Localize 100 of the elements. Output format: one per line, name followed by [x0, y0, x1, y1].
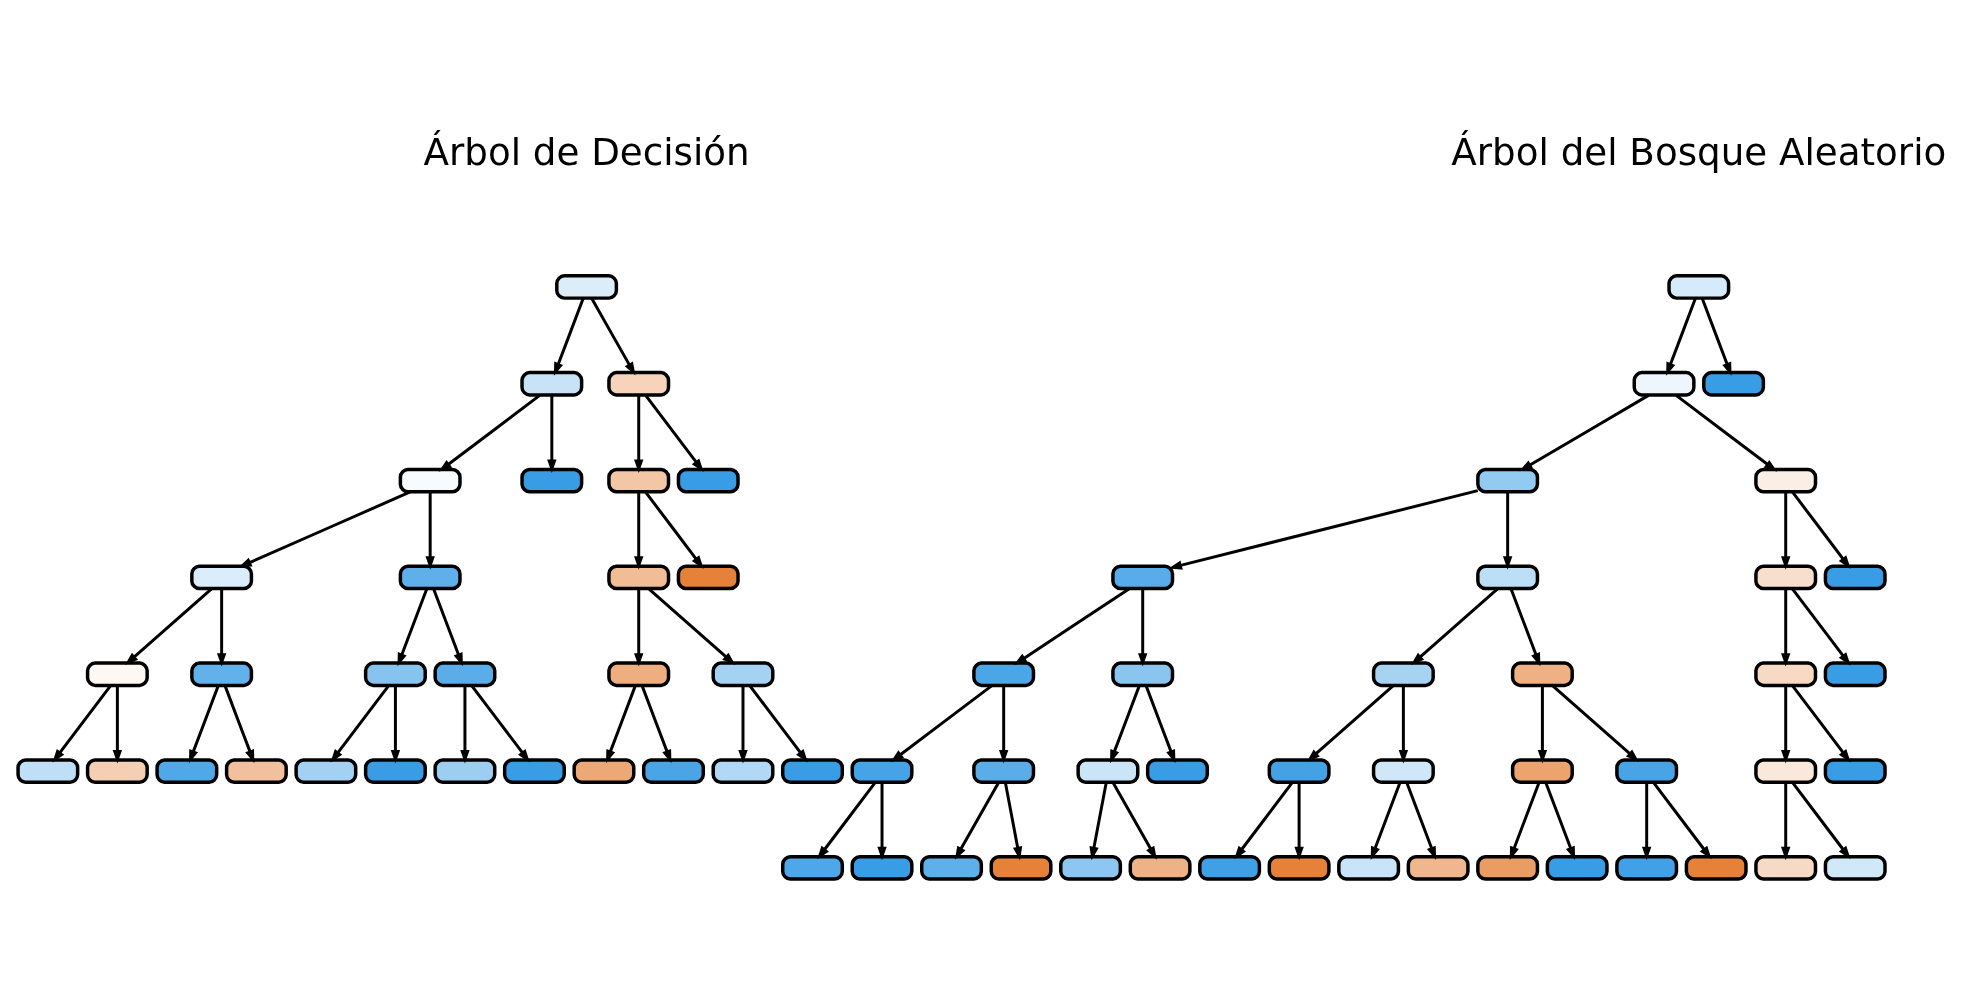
arrow: [553, 297, 585, 376]
node-box: [1823, 564, 1887, 590]
node-box: [1406, 854, 1470, 881]
node-box: [1545, 854, 1609, 881]
arrow: [432, 588, 463, 666]
node-box: [1371, 757, 1435, 784]
arrow: [1781, 491, 1791, 570]
node-box: [363, 660, 427, 687]
node-box: [190, 564, 254, 590]
node-box: [1267, 757, 1331, 784]
arrow: [1519, 393, 1650, 471]
arrow: [1700, 297, 1732, 376]
node-box: [294, 757, 358, 784]
label: Árbol de Decisión: [423, 129, 750, 174]
node-box: [1615, 757, 1679, 784]
node-box: [989, 854, 1053, 881]
node-box: [972, 757, 1036, 784]
node-box: [1371, 660, 1435, 687]
arrow: [1791, 781, 1851, 859]
node-box: [1145, 757, 1209, 784]
node-box: [363, 757, 427, 784]
node-box: [16, 757, 80, 784]
node-box: [676, 564, 740, 590]
arrow: [1370, 781, 1402, 860]
node-box: [1754, 467, 1818, 493]
arrow: [1398, 685, 1409, 763]
arrow: [547, 394, 557, 473]
node-box: [850, 854, 914, 881]
node-box: [781, 854, 845, 881]
arrow: [998, 685, 1009, 763]
node-box: [85, 757, 149, 784]
arrow: [634, 588, 644, 667]
arrow: [644, 490, 704, 569]
node-box: [781, 757, 845, 784]
node-box: [398, 564, 462, 590]
arrow: [112, 685, 123, 763]
node-box: [1337, 854, 1401, 881]
arrow: [52, 684, 112, 763]
arrow: [590, 297, 636, 376]
node-box: [1059, 854, 1123, 881]
node-box: [1128, 854, 1192, 881]
arrow: [877, 782, 887, 860]
node-box: [1823, 660, 1887, 687]
node-box: [850, 757, 914, 784]
arrow: [1544, 781, 1576, 860]
arrow: [1781, 685, 1791, 763]
node-box: [502, 757, 566, 784]
arrow: [1652, 781, 1712, 859]
arrow: [748, 684, 808, 763]
node-box: [1754, 854, 1818, 881]
node-box: [641, 757, 705, 784]
arrow: [606, 684, 637, 763]
arrow: [1234, 781, 1294, 859]
arrow: [954, 781, 1000, 860]
node-box: [1615, 854, 1679, 881]
node-box: [607, 370, 671, 397]
arrow: [890, 684, 993, 762]
node-box: [1684, 854, 1748, 881]
arrow: [397, 588, 429, 666]
arrow: [1537, 685, 1548, 763]
arrow: [1666, 297, 1697, 376]
node-box: [972, 660, 1036, 687]
node-box: [190, 660, 254, 687]
node-box: [224, 757, 288, 784]
node-box: [1111, 564, 1175, 590]
node-box: [155, 757, 219, 784]
arrow: [330, 684, 390, 763]
arrow: [1781, 782, 1791, 860]
node-box: [1510, 660, 1574, 687]
node-box: [676, 467, 740, 493]
arrow: [1110, 684, 1141, 763]
arrow: [1138, 588, 1148, 667]
arrow: [390, 685, 401, 763]
node-box: [1476, 467, 1540, 493]
node-box: [920, 854, 984, 881]
arrow: [1502, 491, 1513, 570]
node-box: [711, 660, 775, 687]
arrow: [648, 587, 736, 665]
node-box: [1754, 660, 1818, 687]
node-box: [711, 757, 775, 784]
node-box: [520, 370, 584, 397]
node-box: [1754, 564, 1818, 590]
node-box: [1076, 757, 1140, 784]
node-box: [398, 467, 462, 493]
arrow: [470, 684, 530, 763]
node-box: [1823, 854, 1887, 881]
arrow: [1675, 393, 1778, 472]
arrow: [640, 684, 672, 763]
node-box: [1198, 854, 1262, 881]
node-box: [520, 467, 584, 493]
arrow: [1013, 587, 1130, 665]
arrow: [1111, 781, 1157, 860]
arrow: [1405, 781, 1437, 860]
node-box: [1823, 757, 1887, 784]
label: Árbol del Bosque Aleatorio: [1451, 129, 1947, 174]
node-box: [1510, 757, 1574, 784]
node-box: [555, 273, 619, 300]
arrow: [425, 491, 435, 570]
arrow: [1509, 781, 1541, 860]
arrow: [1641, 782, 1652, 860]
